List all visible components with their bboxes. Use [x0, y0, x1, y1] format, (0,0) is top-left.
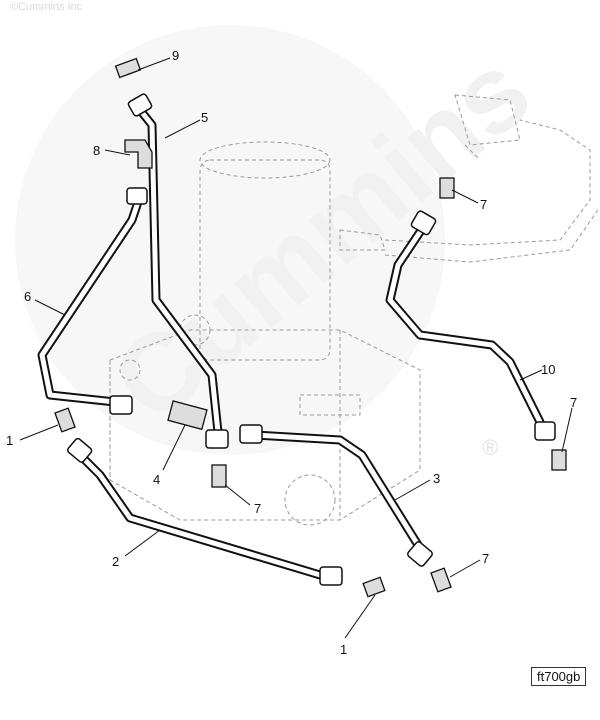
tube-3	[250, 430, 423, 550]
callout-1b: 1	[340, 642, 347, 657]
callout-labels: 9 5 8 6 7 10 7 1 4 7 3 2 7 1	[6, 48, 577, 657]
figure-id-label: ft700gb	[531, 667, 587, 686]
callout-4: 4	[153, 472, 160, 487]
tube-nuts	[67, 93, 556, 586]
callout-7b: 7	[570, 395, 577, 410]
ghost-pump-housing	[109, 94, 599, 526]
tube-6	[37, 200, 142, 407]
callout-6: 6	[24, 289, 31, 304]
tube-10	[385, 227, 545, 427]
callout-leaders	[19, 57, 573, 639]
fittings	[54, 57, 567, 598]
callout-3: 3	[433, 471, 440, 486]
registered-mark: ®	[482, 435, 498, 460]
callout-2: 2	[112, 554, 119, 569]
copyright-text: ©Cummins Inc	[10, 1, 83, 13]
watermark-circle	[15, 25, 445, 455]
callout-7c: 7	[254, 501, 261, 516]
callout-5: 5	[201, 110, 208, 125]
callout-1a: 1	[6, 433, 13, 448]
callout-7d: 7	[482, 551, 489, 566]
callout-9: 9	[172, 48, 179, 63]
tube-5	[135, 105, 223, 437]
tube-2	[80, 455, 325, 580]
callout-7a: 7	[480, 197, 487, 212]
callout-8: 8	[93, 143, 100, 158]
callout-10: 10	[541, 362, 555, 377]
